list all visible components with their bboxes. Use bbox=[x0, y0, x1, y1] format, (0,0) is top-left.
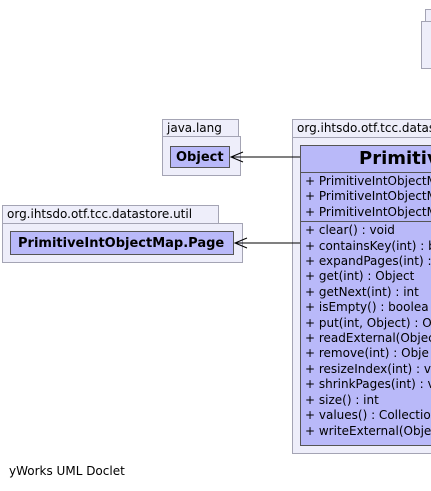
class-primitive-int-object-map[interactable]: Primitive + PrimitiveIntObjectM + Primit… bbox=[300, 145, 431, 446]
method: + values() : Collectio bbox=[305, 408, 431, 423]
package-name: java.lang bbox=[167, 121, 222, 135]
footer-credit: yWorks UML Doclet bbox=[9, 464, 125, 478]
method: + clear() : void bbox=[305, 223, 395, 238]
constructor: + PrimitiveIntObjectM bbox=[305, 204, 431, 219]
arrow-to-object bbox=[229, 151, 300, 163]
class-object[interactable]: Object bbox=[170, 146, 230, 168]
constructors-section: + PrimitiveIntObjectM + PrimitiveIntObje… bbox=[301, 173, 431, 223]
class-title: Primitive bbox=[301, 146, 431, 173]
constructor: + PrimitiveIntObjectM bbox=[305, 189, 431, 204]
package-name: org.ihtsdo.otf.tcc.datastore.util bbox=[7, 207, 193, 221]
method: + writeExternal(Obje bbox=[305, 423, 431, 438]
method: + expandPages(int) : bbox=[305, 254, 431, 269]
method: + containsKey(int) : b bbox=[305, 238, 431, 253]
package-tab-util: org.ihtsdo.otf.tcc.datastore.util bbox=[2, 205, 219, 223]
package-tab-java-lang: java.lang bbox=[162, 119, 239, 136]
partial-package-body bbox=[421, 21, 431, 69]
package-name: org.ihtsdo.otf.tcc.datas bbox=[297, 121, 431, 135]
partial-package-tab bbox=[425, 9, 431, 21]
class-name: Object bbox=[176, 149, 224, 165]
method: + resizeIndex(int) : v bbox=[305, 361, 431, 376]
method: + size() : int bbox=[305, 392, 379, 407]
methods-section: + clear() : void + containsKey(int) : b … bbox=[301, 222, 431, 440]
method: + readExternal(Objec bbox=[305, 331, 431, 346]
package-tab-datastore: org.ihtsdo.otf.tcc.datas bbox=[292, 119, 431, 137]
class-primitive-int-object-map-page[interactable]: PrimitiveIntObjectMap.Page bbox=[10, 231, 234, 255]
constructor: + PrimitiveIntObjectM bbox=[305, 174, 431, 188]
arrow-to-page bbox=[233, 237, 300, 249]
method: + put(int, Object) : O bbox=[305, 315, 431, 330]
method: + shrinkPages(int) : v bbox=[305, 377, 431, 392]
class-name: PrimitiveIntObjectMap.Page bbox=[18, 235, 225, 251]
method: + isEmpty() : boolea bbox=[305, 300, 429, 315]
method: + get(int) : Object bbox=[305, 269, 415, 284]
method: + getNext(int) : int bbox=[305, 284, 419, 299]
method: + remove(int) : Obje bbox=[305, 346, 429, 361]
